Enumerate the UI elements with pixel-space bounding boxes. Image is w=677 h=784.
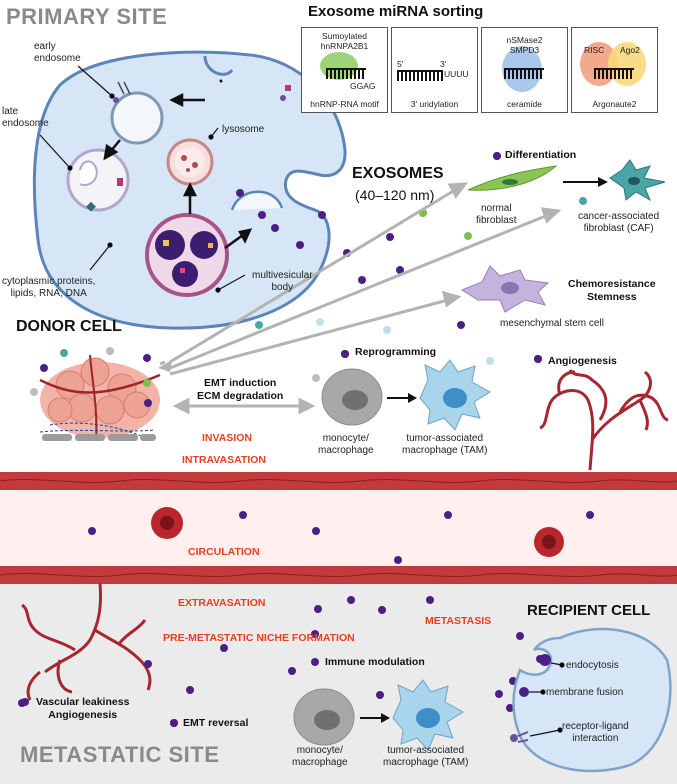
primary-site-title: PRIMARY SITE — [6, 4, 168, 29]
receptor-ligand — [517, 731, 529, 743]
sorting-box-hnrnp: Sumoylated hnRNPA2B1 GGAG hnRNP-RNA moti… — [301, 27, 388, 113]
extravasation-label: EXTRAVASATION — [178, 597, 266, 609]
exosome-targeting-arrows — [159, 182, 562, 415]
exosomes-title: EXOSOMES — [352, 165, 444, 182]
label-dots — [21, 152, 542, 727]
exosomes-range: (40–120 nm) — [355, 187, 435, 203]
donor-tumor-cluster — [30, 347, 161, 441]
vessel-wall-bottom — [0, 566, 677, 584]
lysosome-label: lysosome — [222, 124, 265, 135]
sorting-box-ceramide: nSMase2 SMPD3 ceramide — [481, 27, 568, 113]
pathway-arrows — [103, 79, 253, 250]
endocytosis-label: endocytosis — [566, 660, 619, 671]
nsmase-name: nSMase2 SMPD3 — [506, 35, 543, 55]
normal-fibroblast-label: normal fibroblast — [476, 203, 517, 226]
late-endosome-label: late endosome — [2, 106, 49, 129]
early-endosome-label: early endosome — [34, 41, 81, 64]
metastatic-site-title: METASTATIC SITE — [20, 742, 220, 767]
uuuu-tail: UUUU — [444, 69, 469, 79]
circulating-exosomes — [88, 511, 594, 564]
emt-label: EMT induction ECM degradation — [197, 377, 284, 402]
argonaute-caption: Argonaute2 — [592, 99, 637, 109]
fusion-label: membrane fusion — [546, 687, 624, 698]
invasion-label: INVASION — [202, 432, 252, 444]
metastasis-label: METASTASIS — [425, 615, 492, 627]
exocytosis-pocket — [230, 190, 284, 211]
receptor-square — [285, 85, 291, 91]
vessel-lumen — [0, 472, 677, 584]
msc-label: mesenchymal stem cell — [500, 318, 604, 329]
rna-strand-icon — [397, 70, 443, 81]
angiogenesis-label: Angiogenesis — [548, 355, 617, 367]
immune-label: Immune modulation — [325, 656, 425, 668]
sorting-box-argonaute: RISC Ago2 Argonaute2 — [571, 27, 658, 113]
tam-label: tumor-associated macrophage (TAM) — [402, 433, 488, 456]
recipient-pointers — [529, 662, 565, 737]
differentiation-label: Differentiation — [505, 149, 577, 161]
hnrnp-motif-seq: GGAG — [350, 81, 376, 91]
cargo-receptors — [117, 81, 131, 95]
sorting-box-uridylation: 5' 3' UUUU 3' uridylation — [391, 27, 478, 113]
uridylation-caption: 3' uridylation — [410, 99, 459, 109]
membrane-invagination — [203, 55, 234, 76]
ago2-label: Ago2 — [620, 45, 640, 55]
three-prime-label: 3' — [440, 59, 447, 69]
risc-label: RISC — [584, 45, 605, 55]
metastatic-vessels — [21, 582, 152, 701]
reprogramming-label: Reprogramming — [355, 346, 437, 358]
early-endosome — [110, 91, 164, 145]
receptor-label: receptor-ligand interaction — [562, 721, 629, 744]
chemoresistance-label: Chemoresistance Stemness — [568, 278, 656, 303]
hnrnp-caption: hnRNP-RNA motif — [310, 99, 379, 109]
monocyte-meta-label: monocyte/ macrophage — [292, 745, 348, 768]
intravasation-label: INTRAVASATION — [182, 454, 266, 466]
monocyte-label: monocyte/ macrophage — [318, 433, 374, 456]
rna-strand-icon — [326, 68, 366, 79]
label-pointers — [39, 65, 246, 293]
cytoplasmic-label: cytoplasmic proteins, lipids, RNA, DNA — [2, 276, 96, 299]
tam-meta-label: tumor-associated macrophage (TAM) — [383, 745, 469, 768]
emt-reversal-label: EMT reversal — [183, 717, 249, 729]
rna-strand-icon — [594, 68, 634, 79]
five-prime-label: 5' — [397, 59, 404, 69]
recipient-cell — [512, 627, 672, 773]
vessel-wall-top — [0, 472, 677, 490]
circulation-label: CIRCULATION — [188, 546, 260, 558]
niche-label: PRE-METASTATIC NICHE FORMATION — [163, 632, 355, 644]
vascular-label: Vascular leakiness Angiogenesis — [36, 696, 130, 721]
mvb-label: multivesicular body — [252, 270, 313, 293]
rna-strand-icon — [504, 68, 544, 79]
metastatic-exosomes — [18, 596, 544, 727]
normal-fibroblast — [467, 165, 558, 191]
hnrnp-name: Sumoylated hnRNPA2B1 — [320, 31, 369, 51]
angiogenesis-vessels — [539, 369, 669, 471]
donor-cell-title: DONOR CELL — [16, 318, 122, 335]
recipient-cell-title: RECIPIENT CELL — [527, 602, 651, 619]
ceramide-caption: ceramide — [507, 99, 542, 109]
caf-label: cancer-associated fibroblast (CAF) — [578, 211, 660, 234]
sorting-title: Exosome miRNA sorting — [308, 3, 484, 20]
